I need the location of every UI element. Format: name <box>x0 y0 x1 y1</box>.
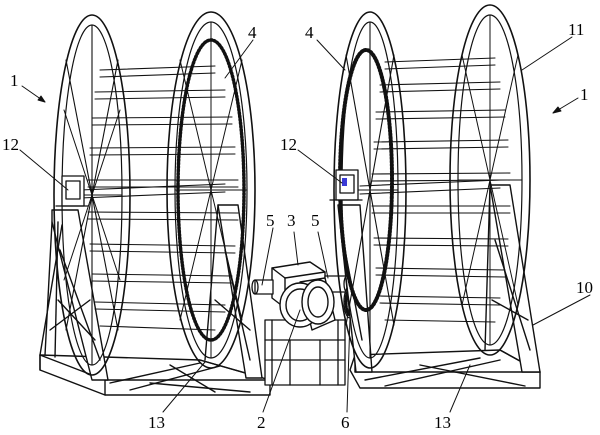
part-labels: 1 12 4 4 11 1 12 5 3 5 10 13 2 6 13 <box>2 20 593 432</box>
left-front-wheel <box>53 14 131 376</box>
right-base-frame <box>337 184 541 389</box>
label-frame-foot-right: 13 <box>434 413 451 432</box>
label-gear-motor: 2 <box>257 413 266 432</box>
right-bearing-block <box>329 169 363 201</box>
gear-motor <box>279 277 336 331</box>
left-base-frame <box>39 204 271 396</box>
label-coupling-left: 5 <box>266 211 275 230</box>
left-reel-drum <box>79 65 239 331</box>
leader-lines <box>19 36 591 413</box>
left-back-wheel <box>166 11 256 369</box>
drive-support-frame <box>264 319 346 386</box>
right-reel-drum <box>359 57 511 323</box>
label-bearing-block-right: 12 <box>280 135 297 154</box>
left-bearing-block <box>55 175 89 207</box>
label-base-frame: 10 <box>576 278 593 297</box>
label-frame-foot-left: 13 <box>148 413 165 432</box>
label-ring-gear-left: 4 <box>248 23 257 42</box>
label-gearbox: 3 <box>287 211 296 230</box>
label-ring-gear-right: 4 <box>305 23 314 42</box>
label-reel-assembly-right: 1 <box>580 85 589 104</box>
label-coupling-right: 5 <box>311 211 320 230</box>
label-reel-wheel: 11 <box>568 20 584 39</box>
left-reel-assembly <box>39 11 271 396</box>
drive-unit <box>251 261 361 386</box>
label-bearing-block-left: 12 <box>2 135 19 154</box>
label-reel-assembly-left: 1 <box>10 71 19 90</box>
right-reel-assembly <box>329 4 541 389</box>
label-drive-pinion: 6 <box>341 413 350 432</box>
